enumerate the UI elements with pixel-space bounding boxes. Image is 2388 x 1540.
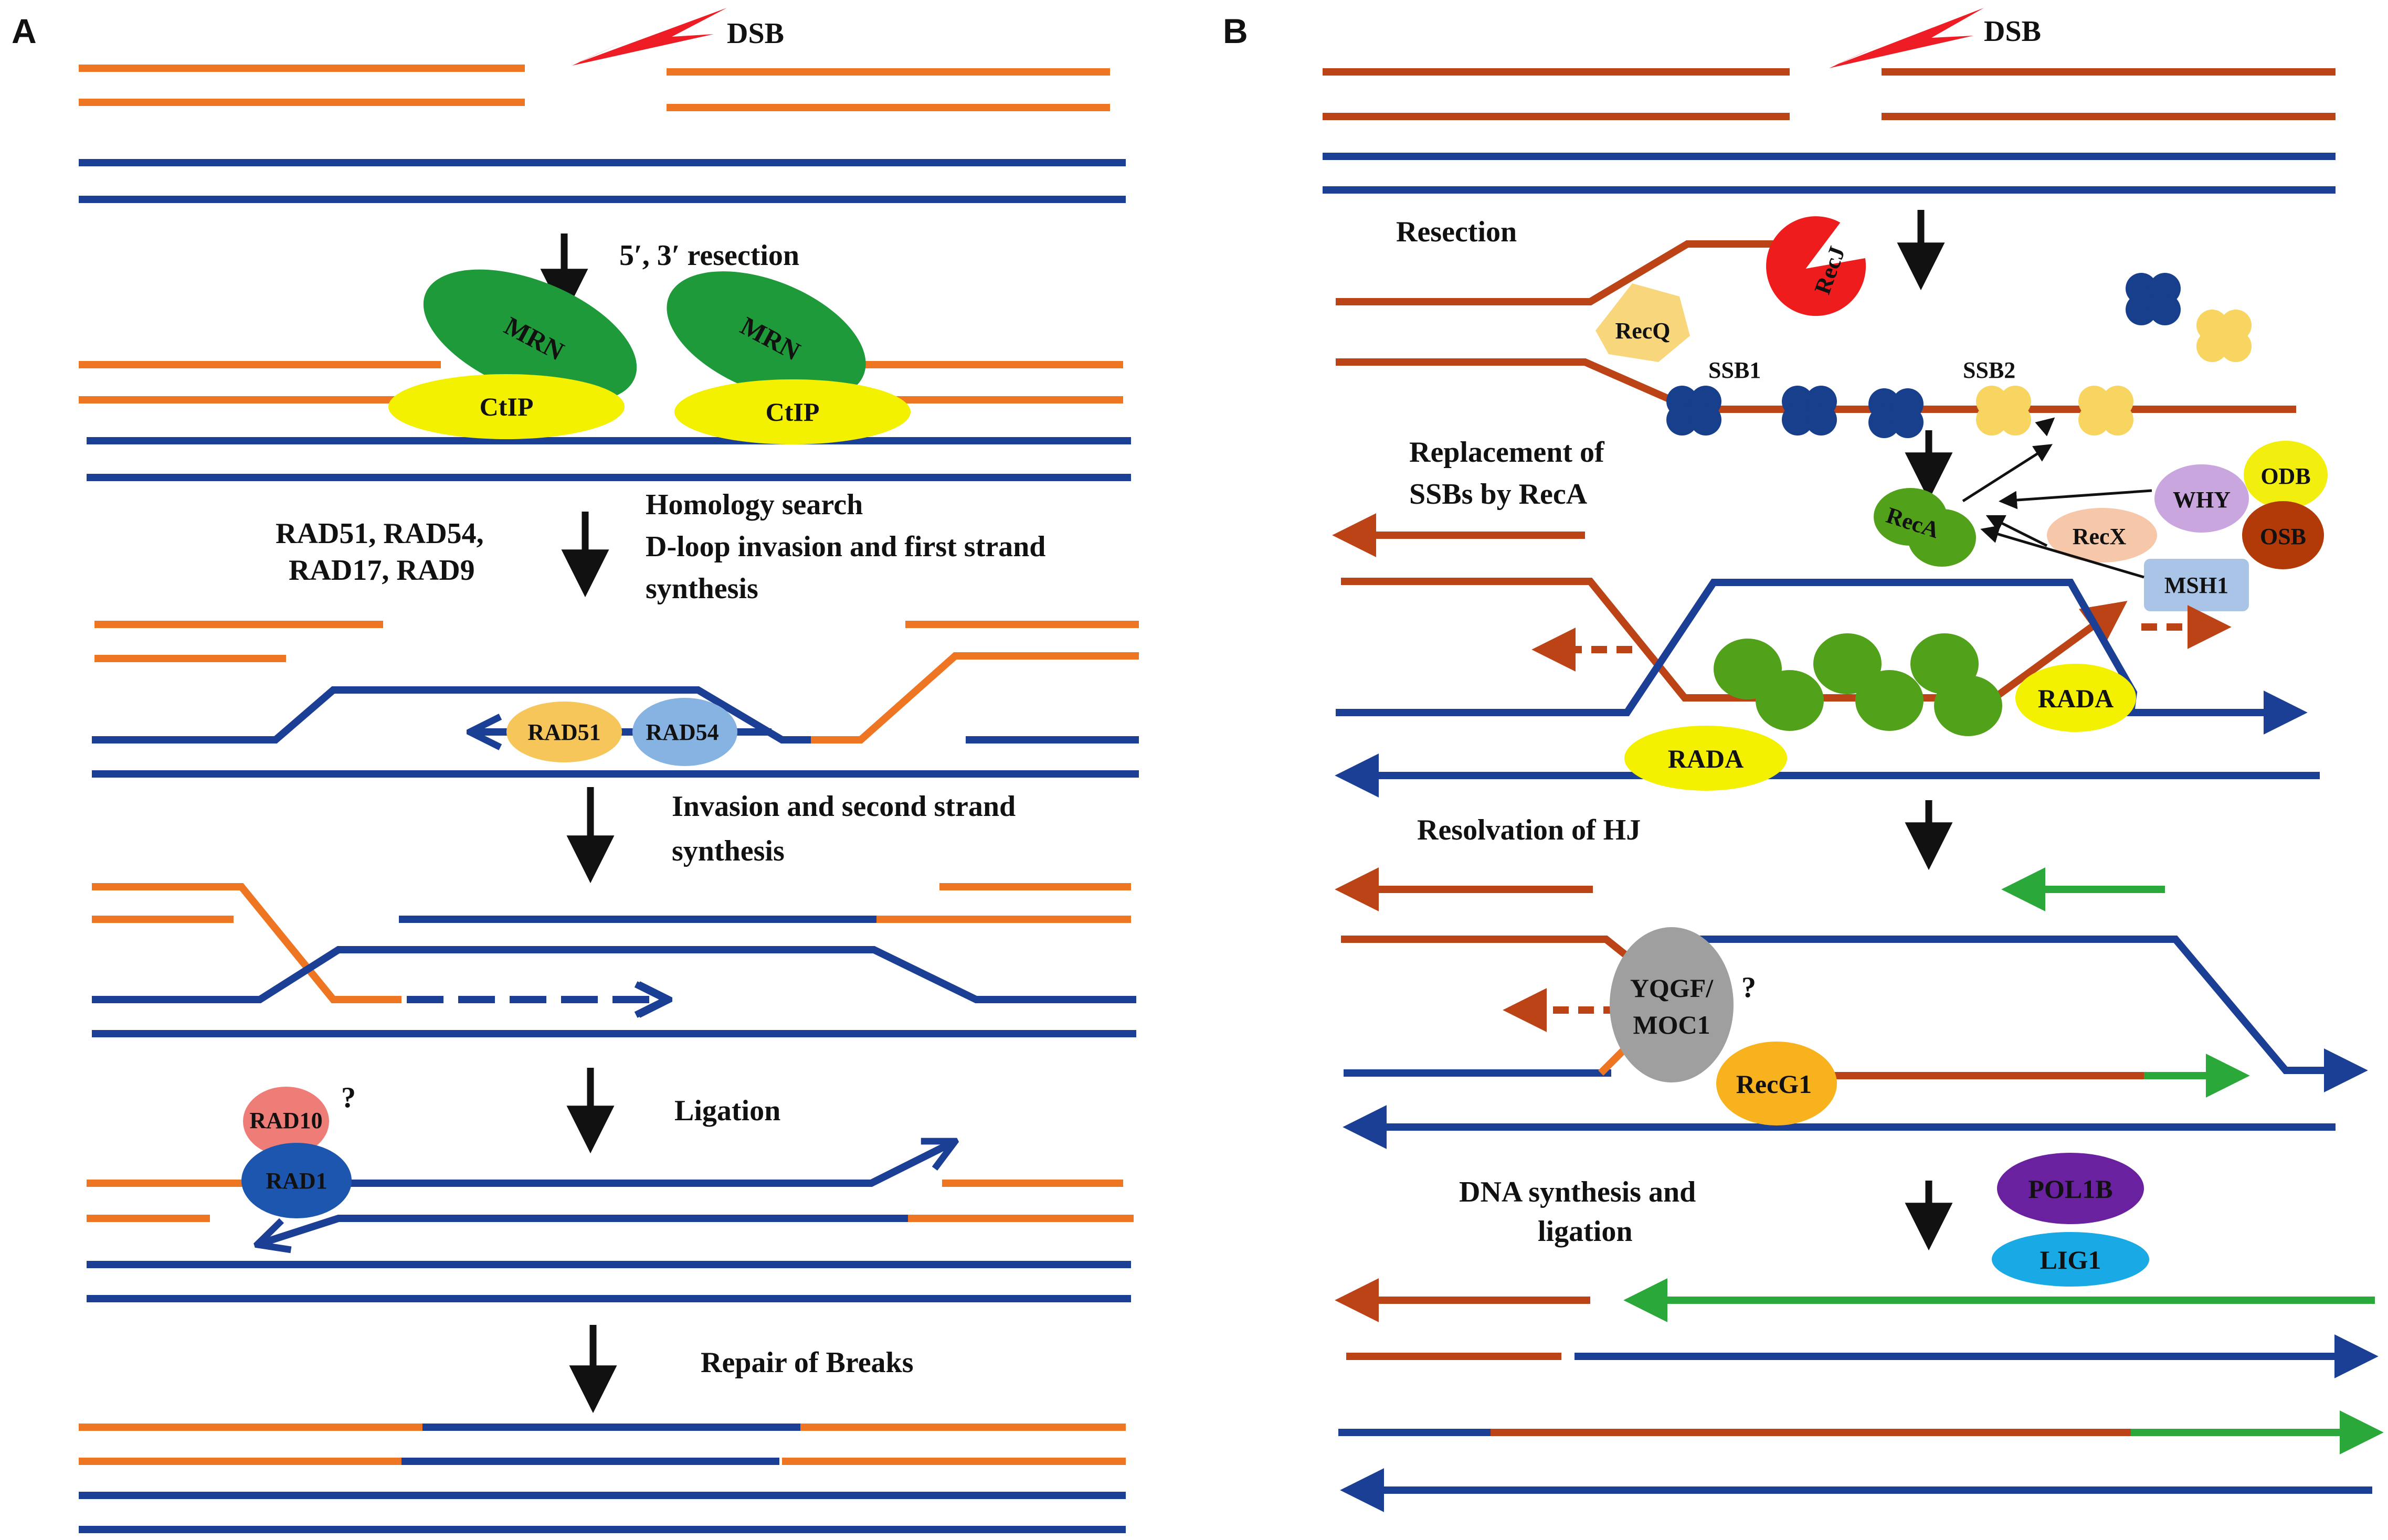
ssb1-tetramer bbox=[1782, 386, 1837, 436]
recg1-protein: RecG1 bbox=[1716, 1042, 1837, 1125]
pol1b-protein: POL1B bbox=[1997, 1153, 2144, 1224]
step-repair-label: Repair of Breaks bbox=[701, 1346, 913, 1379]
lightning-icon bbox=[1829, 8, 1984, 68]
lig1-protein: LIG1 bbox=[1992, 1232, 2149, 1287]
panel-a-letter: A bbox=[12, 12, 37, 50]
why-label: WHY bbox=[2173, 487, 2231, 513]
dsb-label: DSB bbox=[727, 17, 784, 50]
step-invasion-line2: synthesis bbox=[672, 835, 785, 867]
rad10-rad1-complex: RAD10 ? RAD1 bbox=[241, 1081, 356, 1218]
panel-b: B DSB Resection RecJ RecQ SSB1 SSB2 bbox=[1223, 8, 2384, 1512]
step-synthesis-line2: ligation bbox=[1538, 1215, 1632, 1248]
ssb2-tetramer bbox=[2078, 386, 2133, 436]
ssb2-tetramers bbox=[1976, 310, 2252, 436]
dna-row-1 bbox=[79, 65, 1126, 203]
step-homology-line3: synthesis bbox=[646, 572, 758, 605]
reca-protein: RecA bbox=[1874, 488, 1976, 567]
step-homology-line2: D-loop invasion and first strand bbox=[646, 530, 1045, 563]
rada-protein-2: RADA bbox=[1624, 726, 1787, 791]
dna-row-1 bbox=[1323, 68, 2336, 194]
msh1-label: MSH1 bbox=[2164, 572, 2228, 598]
recq-protein: RecQ bbox=[1595, 283, 1690, 362]
factors-label-line2: RAD17, RAD9 bbox=[289, 554, 475, 587]
osb-protein: OSB bbox=[2242, 501, 2324, 569]
rad51-rad54-complex: RAD51 RAD54 bbox=[506, 698, 737, 766]
step-ligation-label: Ligation bbox=[674, 1095, 780, 1127]
ssb2-tetramer bbox=[1976, 386, 2031, 436]
rad54-label: RAD54 bbox=[646, 719, 718, 745]
odb-protein: ODB bbox=[2244, 441, 2328, 509]
recx-protein: RecX bbox=[2047, 508, 2157, 562]
recg1-label: RecG1 bbox=[1736, 1069, 1812, 1099]
ssb1-tetramer bbox=[1868, 388, 1924, 438]
step-synthesis-line1: DNA synthesis and bbox=[1459, 1176, 1696, 1208]
ssb2-tetramer-free bbox=[2196, 310, 2252, 362]
step-homology-line1: Homology search bbox=[646, 488, 863, 521]
interaction-arrows bbox=[1962, 417, 2152, 579]
pol1b-label: POL1B bbox=[2028, 1174, 2112, 1204]
dna-row-2 bbox=[79, 361, 1131, 481]
step-replacement-line2: SSBs by RecA bbox=[1409, 478, 1588, 511]
dna-row-4 bbox=[92, 883, 1136, 1037]
msh1-protein: MSH1 bbox=[2144, 559, 2249, 611]
dna-row-3 bbox=[1332, 513, 2320, 798]
ssb1-tetramer-free bbox=[2126, 273, 2181, 325]
osb-label: OSB bbox=[2260, 524, 2306, 549]
mrn-ctip-complex-2: MRN CtIP bbox=[667, 271, 911, 444]
step-invasion-line1: Invasion and second strand bbox=[672, 790, 1016, 823]
odb-label: ODB bbox=[2260, 463, 2310, 489]
ssb2-label: SSB2 bbox=[1963, 357, 2015, 383]
ctip-label: CtIP bbox=[766, 397, 820, 427]
factors-label-line1: RAD51, RAD54, bbox=[276, 517, 484, 550]
ssb1-tetramers bbox=[1666, 273, 2181, 438]
dna-row-5 bbox=[87, 1141, 1134, 1302]
step-resolution-label: Resolvation of HJ bbox=[1417, 814, 1641, 846]
panel-b-letter: B bbox=[1223, 12, 1248, 50]
yqgf-label-line2: MOC1 bbox=[1633, 1010, 1710, 1039]
yqgf-moc1-protein: YQGF/ MOC1 ? bbox=[1610, 927, 1756, 1082]
recx-label: RecX bbox=[2073, 524, 2127, 549]
rad51-label: RAD51 bbox=[527, 719, 600, 745]
ssb1-label: SSB1 bbox=[1708, 357, 1761, 383]
dna-row-5 bbox=[1335, 1278, 2384, 1512]
dna-row-4 bbox=[1335, 867, 2368, 1149]
yqgf-label-line1: YQGF/ bbox=[1630, 973, 1714, 1003]
question-mark: ? bbox=[1741, 971, 1756, 1004]
reca-filament bbox=[1714, 633, 2002, 736]
step-replacement-line1: Replacement of bbox=[1409, 436, 1605, 469]
recq-label: RecQ bbox=[1615, 318, 1670, 344]
question-mark: ? bbox=[341, 1081, 356, 1114]
rad10-label: RAD10 bbox=[249, 1108, 322, 1133]
dna-row-3 bbox=[92, 621, 1139, 778]
rad1-label: RAD1 bbox=[266, 1168, 327, 1194]
lig1-label: LIG1 bbox=[2040, 1245, 2101, 1275]
rada-label: RADA bbox=[1668, 744, 1744, 773]
step-resection-label: 5′, 3′ resection bbox=[619, 239, 799, 272]
reca-regulators: RecA RecX WHY ODB OSB MSH1 bbox=[1874, 417, 2328, 611]
dsb-label: DSB bbox=[1984, 15, 2041, 48]
recj-protein: RecJ bbox=[1766, 216, 1866, 316]
rada-protein-1: RADA bbox=[2015, 664, 2136, 732]
mrn-ctip-complex-1: MRN CtIP bbox=[388, 269, 637, 439]
why-protein: WHY bbox=[2154, 464, 2249, 533]
step-resection-label: Resection bbox=[1396, 216, 1517, 248]
dna-row-6 bbox=[79, 1424, 1126, 1533]
ctip-label: CtIP bbox=[480, 392, 534, 421]
ssb1-tetramer bbox=[1666, 386, 1721, 436]
panel-a: A DSB 5′, 3′ resection MRN Ct bbox=[12, 8, 1139, 1533]
lightning-icon bbox=[572, 8, 727, 66]
rada-label: RADA bbox=[2038, 684, 2114, 713]
